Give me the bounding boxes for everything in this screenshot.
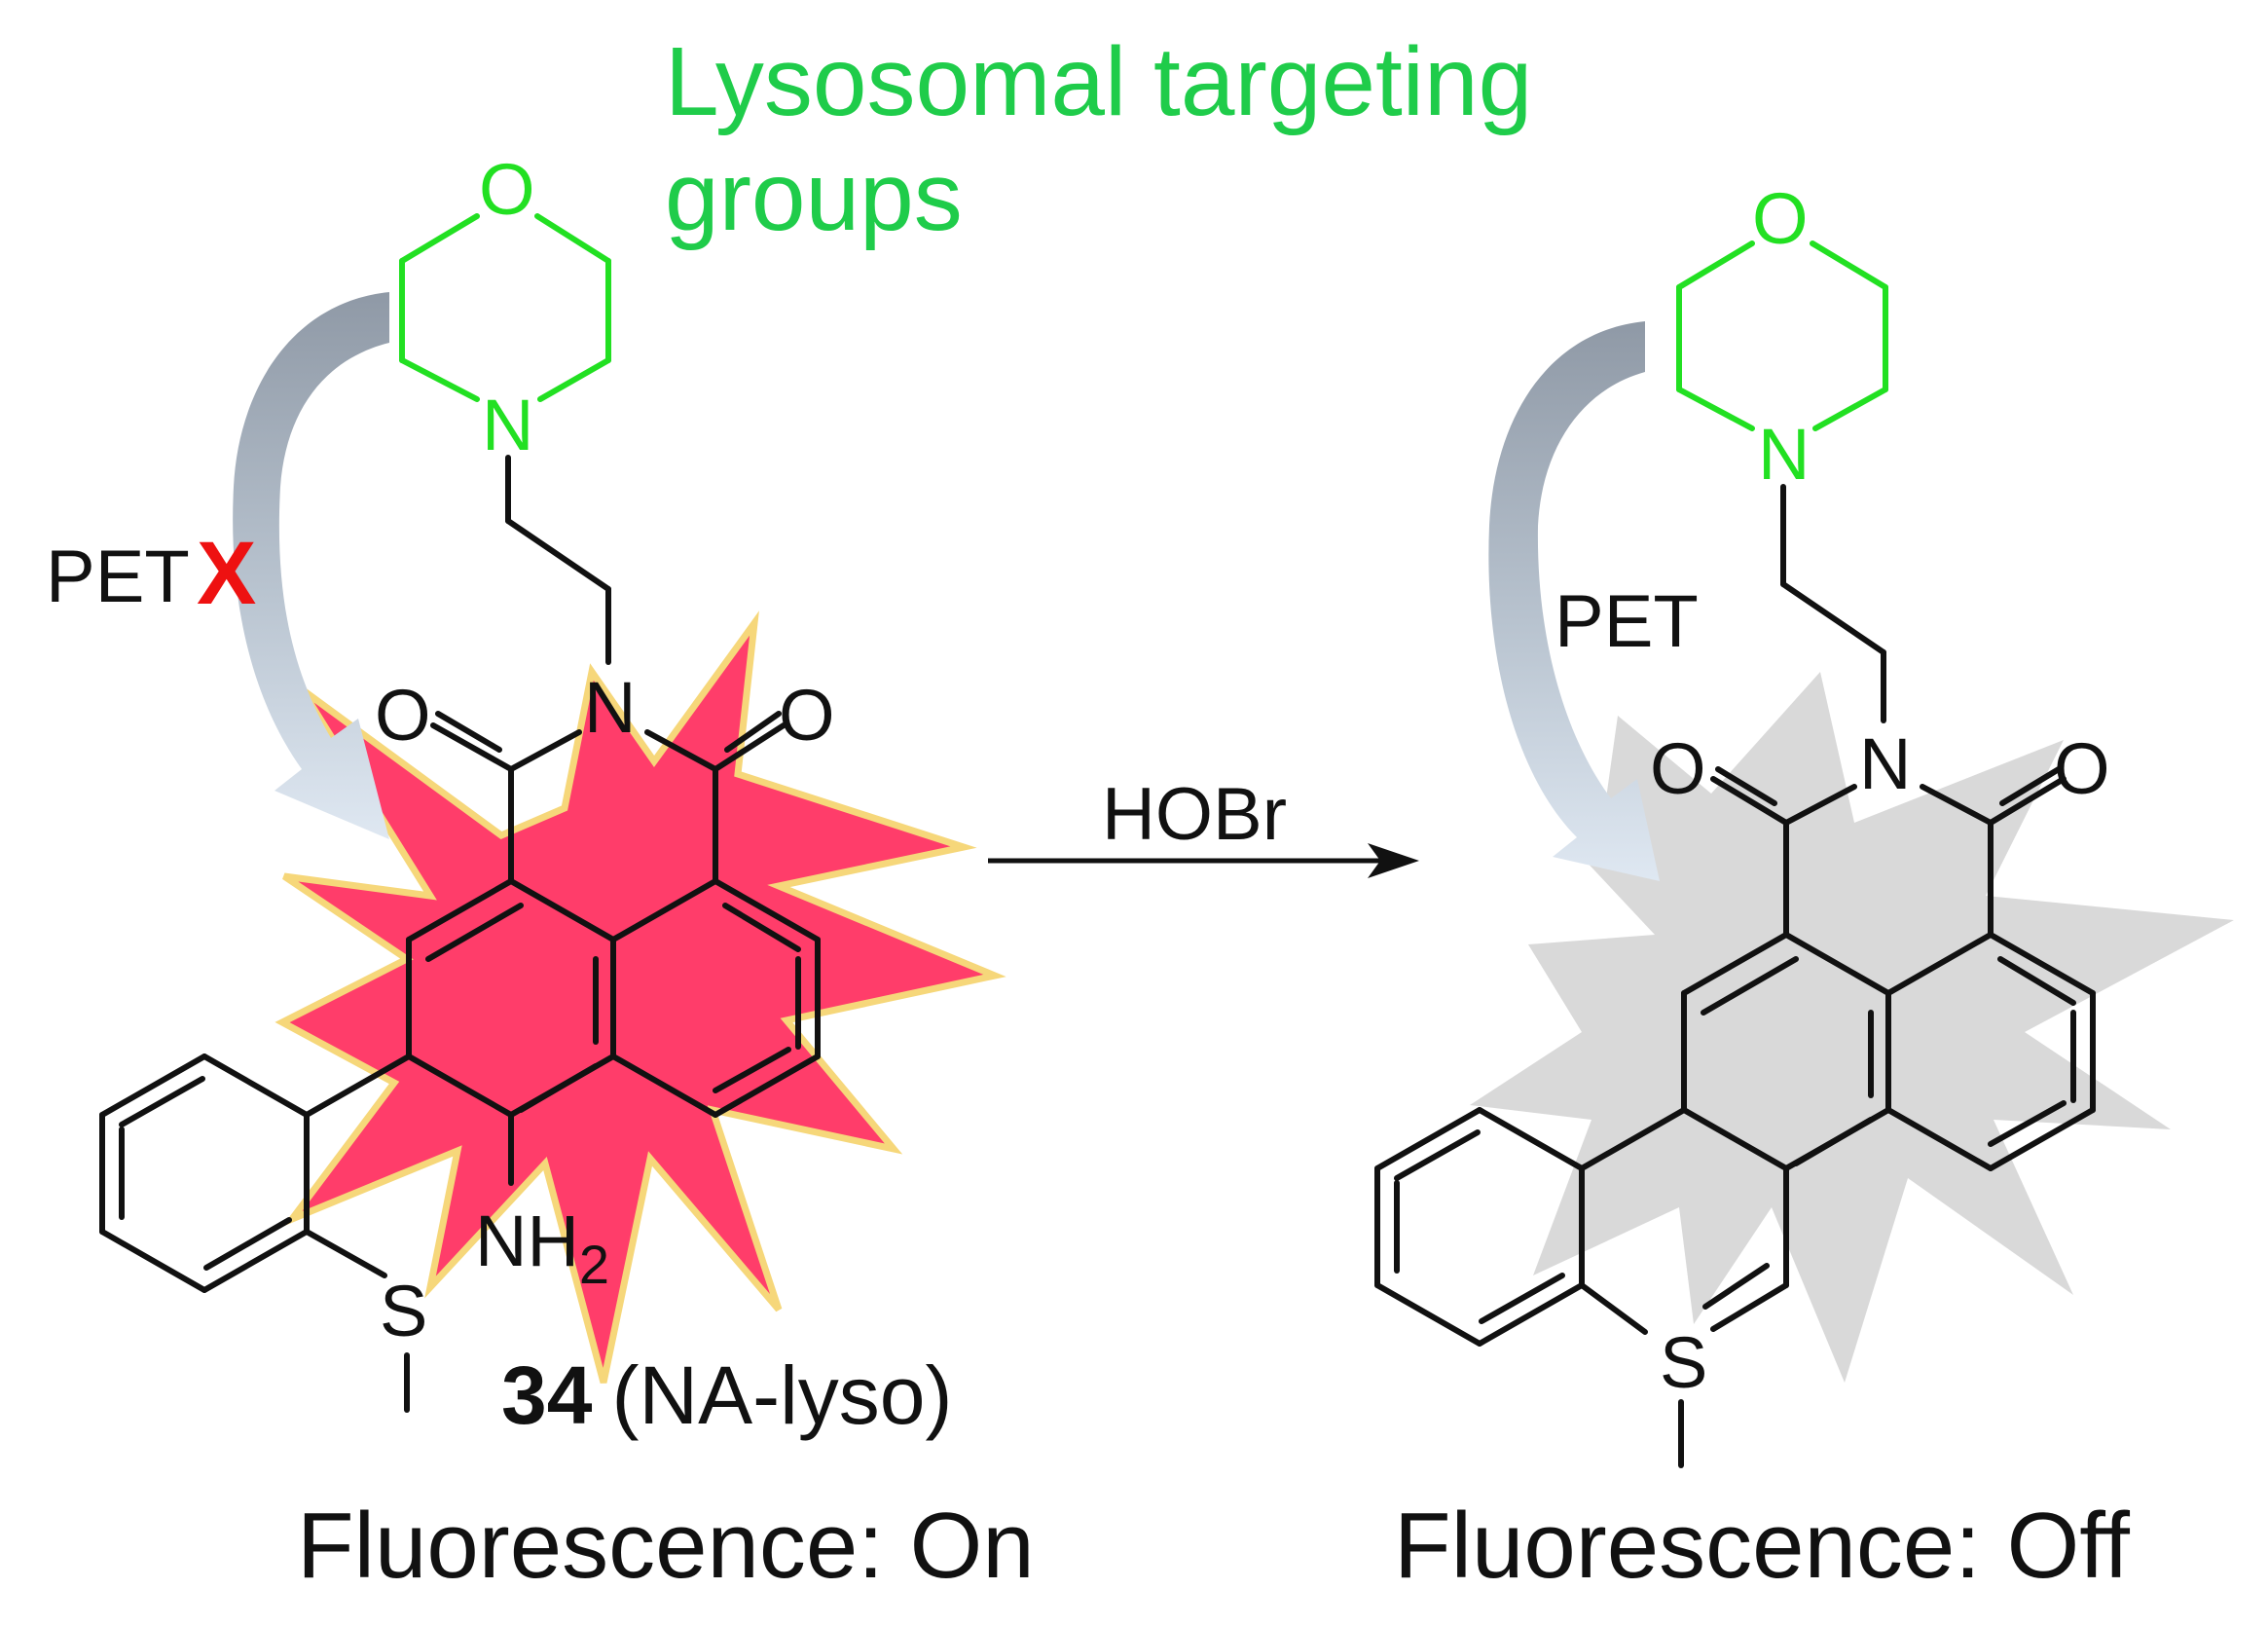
reagent-label: HOBr [1102, 773, 1287, 856]
left-molecule: O N N O O [46, 149, 1035, 1598]
carbonyl-oxygen-left: O [375, 675, 431, 756]
reaction-arrow: HOBr [988, 773, 1419, 878]
morpholine-nitrogen: N [482, 385, 533, 465]
carbonyl-oxygen-right: O [779, 675, 835, 756]
morpholine-right: O N [1676, 178, 1888, 495]
sulfur-atom-left: S [380, 1271, 427, 1351]
compound-label: 34(NA-lyso) [501, 1349, 952, 1441]
carbonyl-oxygen-left-right: O [1650, 728, 1706, 809]
imide-nitrogen-right: N [1859, 723, 1911, 804]
pet-arrow-right [1488, 321, 1660, 881]
right-molecule: O N N O O [1374, 178, 2234, 1598]
fluorescence-burst-on [274, 610, 1006, 1384]
morpholine-left: O N [399, 149, 611, 465]
pet-blocked-mark: X [197, 524, 256, 623]
imide-nitrogen: N [584, 667, 636, 748]
morpholine-oxygen: O [479, 149, 535, 230]
targeting-label-line1: Lysosomal targeting [665, 27, 1532, 136]
pet-label-right: PET [1555, 580, 1699, 663]
fluorescence-burst-off [1470, 672, 2234, 1383]
carbonyl-oxygen-right-right: O [2054, 728, 2110, 809]
targeting-label-line2: groups [665, 142, 963, 251]
amine-group: NH2 [475, 1201, 609, 1295]
sulfur-atom-right: S [1660, 1322, 1707, 1403]
morpholine-oxygen-right: O [1752, 178, 1809, 259]
fluorescence-status-on: Fluorescence: On [297, 1494, 1035, 1598]
pet-label-left: PET [46, 536, 190, 618]
pet-arrow-left [233, 292, 389, 839]
fluorescence-status-off: Fluorescence: Off [1394, 1494, 2130, 1598]
morpholine-nitrogen-right: N [1758, 414, 1810, 495]
